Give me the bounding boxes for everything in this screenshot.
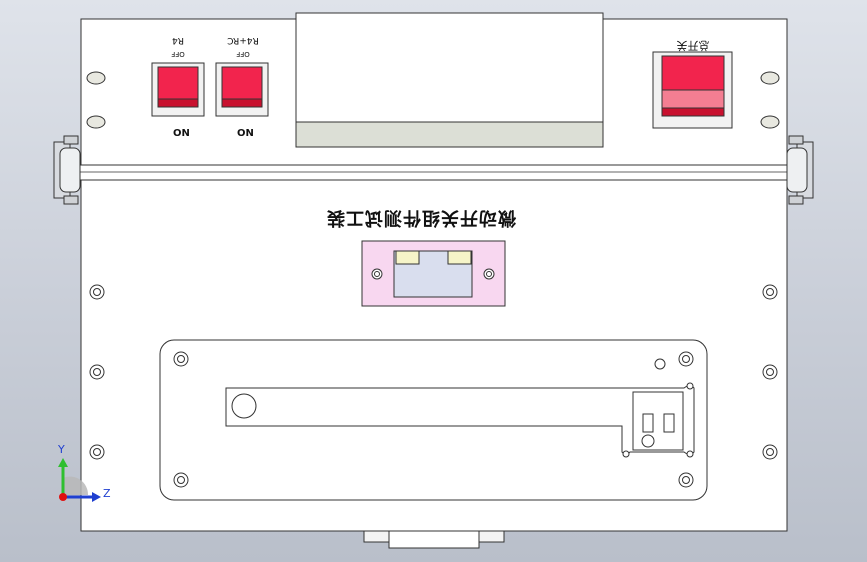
switch-r4-rc[interactable] [215, 62, 269, 117]
mounting-rail [59, 164, 808, 181]
test-plate [159, 339, 708, 501]
oval-slot [86, 71, 106, 85]
oval-slot [760, 115, 780, 129]
bottom-connector-tab [363, 529, 505, 549]
switch-r4-off-label: OFF [171, 50, 185, 58]
switch-r4rc-off-label: OFF [236, 50, 250, 58]
left-clamp[interactable] [53, 135, 81, 205]
oval-slot [760, 71, 780, 85]
switch-r4[interactable] [151, 62, 205, 117]
power-switch[interactable] [652, 51, 733, 129]
switch-r4-top-label: R4 [172, 35, 184, 45]
axis-z-label: Z [103, 487, 111, 500]
axis-triad [58, 458, 101, 502]
oval-slot [86, 115, 106, 129]
power-switch-label: 总开关 [676, 39, 710, 52]
side-screws [89, 284, 778, 460]
switch-r4rc-on-label: ON [237, 128, 254, 139]
switch-r4rc-top-label: R4+RC [227, 35, 259, 45]
right-clamp[interactable] [786, 135, 814, 205]
switch-r4-on-label: ON [173, 128, 190, 139]
axis-y-label: Y [58, 443, 65, 456]
rj45-connector[interactable] [361, 240, 506, 307]
fixture-title: 微动开关组件测试工装 [326, 207, 516, 228]
display-module [295, 12, 604, 148]
